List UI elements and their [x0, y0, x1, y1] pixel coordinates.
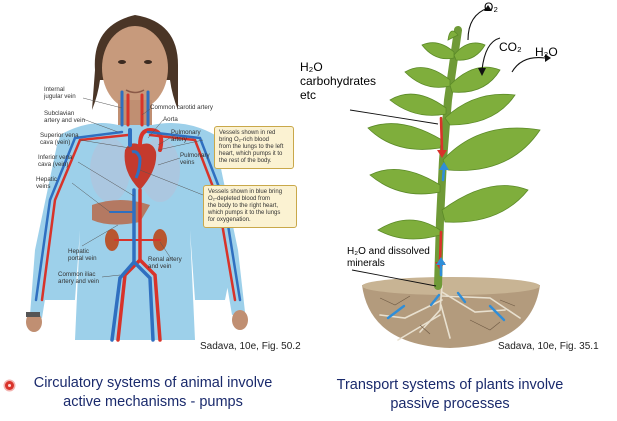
label-upper-transport: H₂O carbohydrates etc — [300, 60, 376, 102]
label-o2: O₂ — [484, 0, 498, 14]
right-caption-line2: passive processes — [390, 396, 510, 412]
label-hepatic-veins: Hepatic veins — [36, 176, 57, 190]
right-caption: Transport systems of plants involve pass… — [310, 376, 590, 414]
label-upper-etc: etc — [300, 88, 317, 102]
label-inferior-vena-cava: Inferior vena cava (vein) — [38, 154, 73, 168]
label-pulmonary-artery: Pulmonary artery — [171, 129, 201, 143]
label-common-carotid: Common carotid artery — [150, 104, 213, 111]
right-citation: Sadava, 10e, Fig. 35.1 — [498, 341, 599, 352]
label-aorta: Aorta — [163, 116, 178, 123]
label-lower-transport: H₂O and dissolved minerals — [347, 246, 430, 270]
label-lower-line1: H₂O and dissolved — [347, 246, 430, 257]
label-pulmonary-veins: Pulmonary veins — [180, 152, 210, 166]
leaves — [367, 30, 541, 240]
label-upper-h2o: H₂O — [300, 60, 323, 74]
human-body-illustration — [0, 0, 300, 345]
label-renal: Renal artery and vein — [148, 256, 182, 270]
circulatory-system-figure: Internal jugular vein Common carotid art… — [0, 0, 300, 345]
label-internal-jugular: Internal jugular vein — [44, 86, 76, 100]
label-superior-vena-cava: Superior vena cava (vein) — [40, 132, 79, 146]
label-co2: CO₂ — [499, 40, 522, 54]
kidney-left — [105, 229, 119, 251]
left-caption-line2: active mechanisms - pumps — [63, 394, 243, 410]
left-caption: Circulatory systems of animal involve ac… — [14, 374, 292, 412]
face — [102, 26, 168, 110]
left-caption-line1: Circulatory systems of animal involve — [33, 375, 273, 391]
blue-vessels-note: Vessels shown in blue bring O₂-depleted … — [203, 185, 297, 228]
red-vessels-note: Vessels shown in red bring O₂-rich blood… — [214, 126, 294, 169]
label-common-iliac: Common iliac artery and vein — [58, 271, 99, 285]
bullet-icon — [5, 381, 14, 390]
plant-transport-figure: O₂ CO₂ H₂O H₂O carbohydrates etc H₂O and… — [300, 0, 617, 360]
label-h2o-top: H₂O — [535, 45, 558, 59]
right-caption-line1: Transport systems of plants involve — [336, 377, 564, 393]
label-hepatic-portal: Hepatic portal vein — [68, 248, 97, 262]
shirt — [38, 122, 235, 340]
plant-illustration — [349, 5, 551, 348]
left-citation: Sadava, 10e, Fig. 50.2 — [200, 341, 301, 352]
label-lower-line2: minerals — [347, 258, 385, 269]
label-upper-carbohydrates: carbohydrates — [300, 74, 377, 88]
label-subclavian: Subclavian artery and vein — [44, 110, 85, 124]
